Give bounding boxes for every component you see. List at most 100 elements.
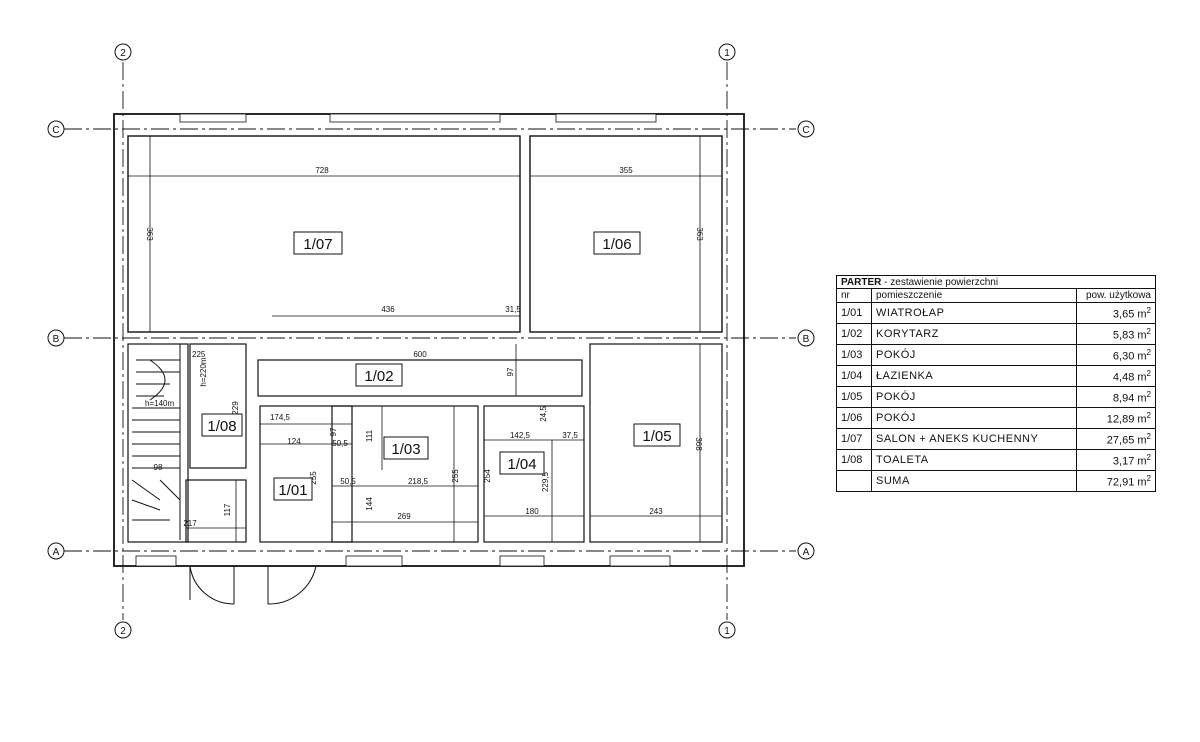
svg-text:1/01: 1/01 <box>278 482 307 499</box>
svg-text:363: 363 <box>695 227 704 241</box>
svg-text:243: 243 <box>649 507 663 516</box>
row-nr: 1/06 <box>836 407 872 429</box>
svg-text:h=140m: h=140m <box>145 399 174 408</box>
axis-b-right: B <box>797 329 815 347</box>
staircase <box>131 344 181 540</box>
area-summary-table: PARTER - zestawienie powierzchni nr pomi… <box>836 275 1156 492</box>
row-room-name: SALON + ANEKS KUCHENNY <box>871 428 1077 450</box>
axis-bubbles: 2 1 2 1 C C B B A A <box>47 43 815 639</box>
axis-1-bottom: 1 <box>718 621 736 639</box>
axis-2-top: 2 <box>114 43 132 61</box>
row-nr: 1/02 <box>836 323 872 345</box>
col-header-nr: nr <box>836 288 872 303</box>
svg-text:728: 728 <box>315 166 329 175</box>
row-nr: 1/04 <box>836 365 872 387</box>
svg-text:229: 229 <box>231 401 240 415</box>
svg-text:97: 97 <box>329 427 338 436</box>
svg-text:A: A <box>53 547 60 558</box>
svg-text:1/05: 1/05 <box>642 428 671 445</box>
axis-b-left: B <box>47 329 65 347</box>
row-nr: 1/03 <box>836 344 872 366</box>
sum-value: 72,91 m2 <box>1076 470 1156 492</box>
row-nr: 1/07 <box>836 428 872 450</box>
row-area: 3,65 m2 <box>1076 302 1156 324</box>
table-title-bold: PARTER <box>841 276 882 288</box>
outer-walls <box>113 113 745 567</box>
svg-text:436: 436 <box>381 305 395 314</box>
axis-lines <box>64 62 796 620</box>
row-nr: 1/08 <box>836 449 872 471</box>
row-room-name: WIATROŁAP <box>871 302 1077 324</box>
svg-text:C: C <box>802 125 809 136</box>
svg-text:174,5: 174,5 <box>270 413 291 422</box>
sum-label: SUMA <box>871 470 1077 492</box>
svg-text:50,5: 50,5 <box>332 439 348 448</box>
row-room-name: KORYTARZ <box>871 323 1077 345</box>
room-label-1-02: 1/02 <box>355 363 403 387</box>
axis-a-right: A <box>797 542 815 560</box>
svg-text:255: 255 <box>451 469 460 483</box>
room-labels: 1/07 1/06 1/02 1/08 1/01 1/03 1/04 1/05 <box>201 231 681 501</box>
room-label-1-08: 1/08 <box>201 413 243 437</box>
room-label-1-05: 1/05 <box>633 423 681 447</box>
row-area: 6,30 m2 <box>1076 344 1156 366</box>
row-nr: 1/01 <box>836 302 872 324</box>
row-area: 12,89 m2 <box>1076 407 1156 429</box>
svg-text:A: A <box>803 547 810 558</box>
floor-plan: 2 1 2 1 C C B B A A <box>47 43 815 639</box>
table-title-rest: - zestawienie powierzchni <box>881 276 999 288</box>
entrance-doors <box>189 565 317 605</box>
svg-text:144: 144 <box>365 497 374 511</box>
svg-text:2: 2 <box>120 626 126 637</box>
axis-1-top: 1 <box>718 43 736 61</box>
svg-text:1/03: 1/03 <box>391 441 420 458</box>
svg-text:37,5: 37,5 <box>562 431 578 440</box>
table-sum-row: SUMA 72,91 m2 <box>836 470 1156 492</box>
svg-text:98: 98 <box>154 463 163 472</box>
row-room-name: ŁAZIENKA <box>871 365 1077 387</box>
svg-text:h=220m: h=220m <box>199 357 208 386</box>
svg-text:368: 368 <box>694 437 703 451</box>
room-label-1-07: 1/07 <box>293 231 343 255</box>
axis-c-right: C <box>797 120 815 138</box>
windows <box>135 113 671 567</box>
room-label-1-06: 1/06 <box>593 231 641 255</box>
svg-text:1: 1 <box>724 626 730 637</box>
row-nr: 1/05 <box>836 386 872 408</box>
axis-2-bottom: 2 <box>114 621 132 639</box>
svg-text:600: 600 <box>413 350 427 359</box>
svg-text:254: 254 <box>483 469 492 483</box>
svg-text:1/02: 1/02 <box>364 368 393 385</box>
svg-text:111: 111 <box>365 429 374 442</box>
room-label-1-03: 1/03 <box>383 436 429 460</box>
svg-text:269: 269 <box>397 512 411 521</box>
svg-text:1/04: 1/04 <box>507 456 536 473</box>
row-room-name: POKÓJ <box>871 407 1077 429</box>
svg-text:255: 255 <box>309 471 318 485</box>
svg-text:363: 363 <box>145 227 154 241</box>
svg-text:31,5: 31,5 <box>505 305 521 314</box>
row-area: 8,94 m2 <box>1076 386 1156 408</box>
axis-c-left: C <box>47 120 65 138</box>
svg-text:24,5: 24,5 <box>539 406 548 422</box>
svg-text:124: 124 <box>287 437 301 446</box>
svg-text:2: 2 <box>120 48 126 59</box>
svg-text:225: 225 <box>192 350 206 359</box>
row-room-name: POKÓJ <box>871 344 1077 366</box>
svg-text:1/06: 1/06 <box>602 236 631 253</box>
dimension-lines <box>128 136 722 542</box>
svg-text:50,5: 50,5 <box>340 477 356 486</box>
svg-text:1/08: 1/08 <box>207 418 236 435</box>
svg-text:1: 1 <box>724 48 730 59</box>
col-header-room: pomieszczenie <box>871 288 1077 303</box>
svg-text:229,5: 229,5 <box>541 471 550 492</box>
row-area: 3,17 m2 <box>1076 449 1156 471</box>
svg-text:B: B <box>803 334 810 345</box>
table-title-row: PARTER - zestawienie powierzchni <box>836 275 1156 289</box>
